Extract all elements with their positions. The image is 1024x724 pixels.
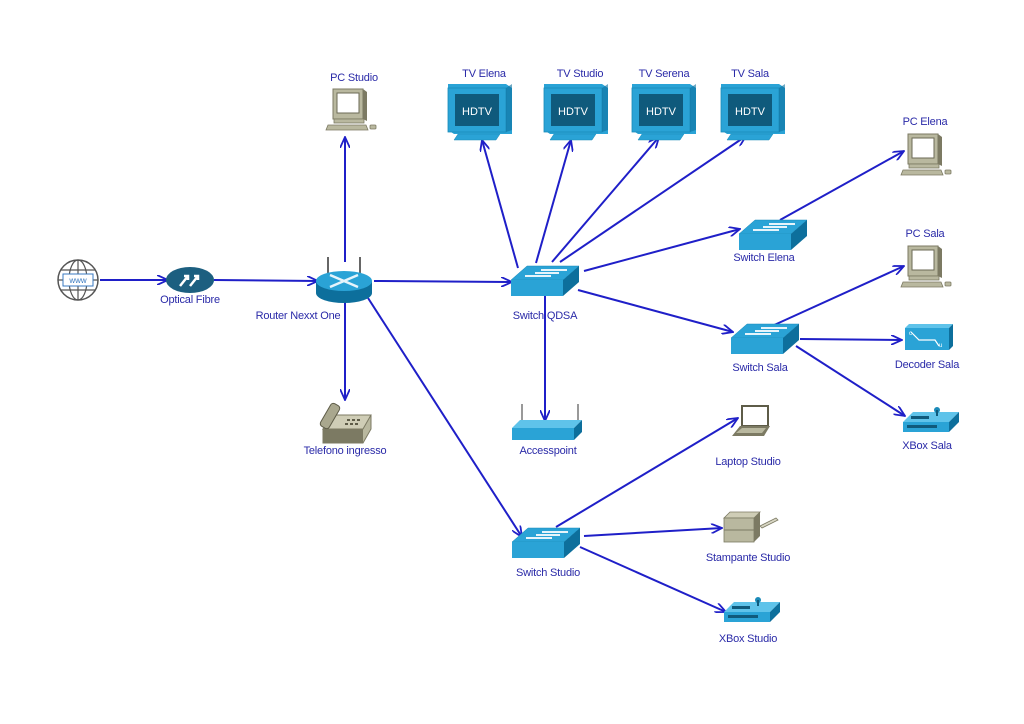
accesspoint-label: Accesspoint <box>519 445 577 457</box>
stampante-studio-label: Stampante Studio <box>705 552 791 564</box>
link-switch-qdsa-to-tv-serena[interactable] <box>551 137 659 263</box>
decoder-sala-decoder-icon[interactable]: cu <box>905 324 953 350</box>
xbox-sala-console-icon[interactable] <box>903 407 959 432</box>
pc-sala-label: PC Sala <box>905 228 945 240</box>
link-optical-to-router[interactable] <box>213 280 318 281</box>
tv-studio-label: TV Studio <box>556 68 604 80</box>
switch-elena-label: Switch Elena <box>733 252 795 264</box>
tv-elena-tv-icon[interactable]: HDTV <box>447 84 512 141</box>
pc-elena-pc-icon[interactable] <box>900 133 952 176</box>
switch-elena-switch-icon[interactable] <box>738 219 808 250</box>
links-layer <box>100 136 905 612</box>
switch-qdsa-switch-icon[interactable] <box>510 265 580 296</box>
link-switch-qdsa-to-switch-sala[interactable] <box>577 289 733 332</box>
pc-elena-label: PC Elena <box>902 116 948 128</box>
pc-sala-pc-icon[interactable] <box>900 245 952 288</box>
link-switch-qdsa-to-tv-studio[interactable] <box>535 140 571 264</box>
nodes-layer: www <box>57 84 959 622</box>
switch-studio-switch-icon[interactable] <box>511 527 581 558</box>
tv-sala-label: TV Sala <box>731 68 769 80</box>
link-switch-qdsa-to-tv-sala[interactable] <box>559 136 746 263</box>
svg-text:u: u <box>939 343 942 349</box>
stampante-studio-printer-icon[interactable] <box>723 511 779 543</box>
link-switch-elena-to-pc-elena[interactable] <box>779 151 904 221</box>
link-router-to-switch-qdsa[interactable] <box>373 281 512 282</box>
link-switch-studio-to-stampante-studio[interactable] <box>583 528 722 537</box>
optical-modem-icon[interactable] <box>166 267 214 293</box>
xbox-studio-label: XBox Studio <box>718 633 778 645</box>
svg-text:HDTV: HDTV <box>462 106 493 118</box>
switch-studio-label: Switch Studio <box>515 567 581 579</box>
internet-cloud-www-icon[interactable]: www <box>57 259 99 301</box>
switch-sala-switch-icon[interactable] <box>730 323 800 354</box>
tv-elena-label: TV Elena <box>462 68 506 80</box>
pc-studio-pc-icon[interactable] <box>325 88 377 131</box>
pc-studio-label: PC Studio <box>330 72 378 84</box>
router-label: Router Nexxt One <box>255 310 341 322</box>
link-switch-studio-to-xbox-studio[interactable] <box>579 546 726 612</box>
xbox-studio-console-icon[interactable] <box>724 597 780 622</box>
telefono-phone-icon[interactable] <box>319 402 372 444</box>
link-switch-qdsa-to-tv-elena[interactable] <box>482 140 519 269</box>
optical-label: Optical Fibre <box>160 294 220 306</box>
tv-sala-tv-icon[interactable]: HDTV <box>720 84 785 141</box>
switch-sala-label: Switch Sala <box>732 362 788 374</box>
laptop-studio-label: Laptop Studio <box>715 456 781 468</box>
link-switch-sala-to-decoder-sala[interactable] <box>799 339 902 340</box>
svg-text:www: www <box>68 276 87 285</box>
svg-text:HDTV: HDTV <box>735 106 766 118</box>
tv-serena-tv-icon[interactable]: HDTV <box>631 84 696 141</box>
laptop-studio-laptop-icon[interactable] <box>732 405 770 436</box>
router-router-icon[interactable] <box>316 257 372 303</box>
accesspoint-accesspoint-icon[interactable] <box>512 404 582 440</box>
link-switch-sala-to-xbox-sala[interactable] <box>795 345 905 416</box>
tv-studio-tv-icon[interactable]: HDTV <box>543 84 608 141</box>
link-switch-qdsa-to-switch-elena[interactable] <box>583 229 740 272</box>
decoder-sala-label: Decoder Sala <box>894 359 960 371</box>
tv-serena-label: TV Serena <box>638 68 690 80</box>
link-switch-studio-to-laptop-studio[interactable] <box>555 418 738 528</box>
telefono-label: Telefono ingresso <box>303 445 387 457</box>
svg-text:HDTV: HDTV <box>558 106 589 118</box>
xbox-sala-label: XBox Sala <box>902 440 952 452</box>
switch-qdsa-label: Switch QDSA <box>512 310 578 322</box>
svg-text:HDTV: HDTV <box>646 106 677 118</box>
link-router-to-switch-studio[interactable] <box>367 297 522 537</box>
link-switch-sala-to-pc-sala[interactable] <box>771 265 904 327</box>
svg-text:c: c <box>909 331 912 337</box>
